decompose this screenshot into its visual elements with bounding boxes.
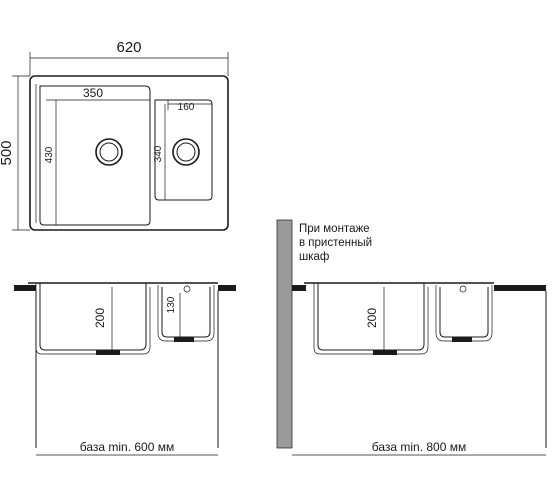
main-depth-label-right: 200 <box>365 308 379 328</box>
main-bowl-outline <box>39 85 151 226</box>
mounting-note-line-3: шкаф <box>299 251 329 263</box>
small-bowl-width-label: 160 <box>178 102 195 113</box>
mounting-note-line-2: в пристенный <box>299 237 372 249</box>
width-label: 620 <box>116 39 141 56</box>
main-drain-section <box>96 350 120 355</box>
small-drain-section <box>174 337 194 342</box>
section-left: 200 130 база min. 600 мм <box>14 282 236 456</box>
main-drain-inner <box>99 142 119 162</box>
base-label-right: база min. 800 мм <box>372 440 467 454</box>
main-bowl-section <box>39 283 147 351</box>
section-right: При монтаже в пристенный шкаф 200 база m… <box>276 219 547 456</box>
main-drain-outer <box>95 138 123 166</box>
small-bowl-outline <box>154 99 213 201</box>
base-label-left: база min. 600 мм <box>80 440 175 454</box>
small-depth-label: 130 <box>166 296 177 313</box>
countertop-far-side <box>494 285 546 291</box>
small-bowl-depth-label: 340 <box>153 145 164 162</box>
main-drain-section-right <box>373 350 397 355</box>
countertop-wall-side <box>292 285 306 291</box>
countertop-left <box>14 285 36 291</box>
sink-outer-rim <box>29 75 229 231</box>
main-bowl-width-label: 350 <box>83 86 103 100</box>
mounting-note-line-1: При монтаже <box>299 223 370 235</box>
main-bowl-depth-label: 430 <box>44 146 55 163</box>
countertop-right <box>218 285 236 291</box>
small-drain-inner <box>176 142 196 162</box>
height-label: 500 <box>0 140 15 165</box>
width-dimension: 620 <box>29 39 229 76</box>
main-bowl-section-right <box>317 283 425 351</box>
wall <box>276 219 293 449</box>
top-view: 620 500 350 430 160 340 <box>0 39 229 231</box>
small-drain-outer <box>172 138 200 166</box>
overflow-hole-right <box>459 285 467 293</box>
small-bowl-section-right <box>439 287 489 338</box>
overflow-hole <box>183 285 191 293</box>
main-depth-label: 200 <box>93 308 107 328</box>
small-drain-section-right <box>452 337 472 342</box>
height-dimension: 500 <box>0 75 30 231</box>
